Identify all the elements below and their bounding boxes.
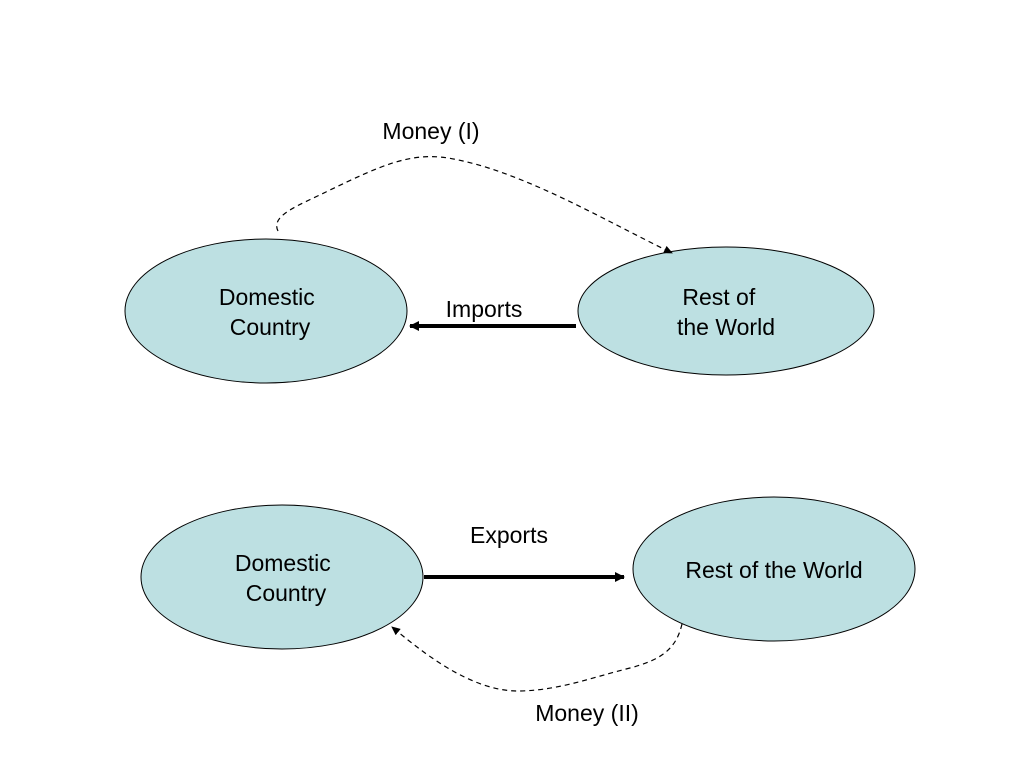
domestic-country-node-bottom [140,504,424,650]
exports-label: Exports [470,522,548,548]
money-flow-arrow-bottom [391,623,683,692]
rest-of-world-label-top: Rest of the World [677,284,775,340]
imports-label: Imports [446,296,523,322]
money-flow-label-bottom: Money (II) [535,700,639,726]
rest-of-world-node-top [577,246,875,376]
domestic-country-node-top [124,238,408,384]
money-flow-arrow-top [276,156,673,254]
money-flow-label-top: Money (I) [382,118,479,144]
domestic-country-label-top: Domestic Country [219,284,321,340]
rest-of-world-label-bottom: Rest of the World [685,557,862,583]
rest-of-world-node-bottom [632,496,916,642]
exports-panel: Domestic Country Rest of the World Expor… [140,496,916,726]
imports-panel: Domestic Country Rest of the World Impor… [124,118,875,384]
domestic-country-label-bottom: Domestic Country [235,550,337,606]
